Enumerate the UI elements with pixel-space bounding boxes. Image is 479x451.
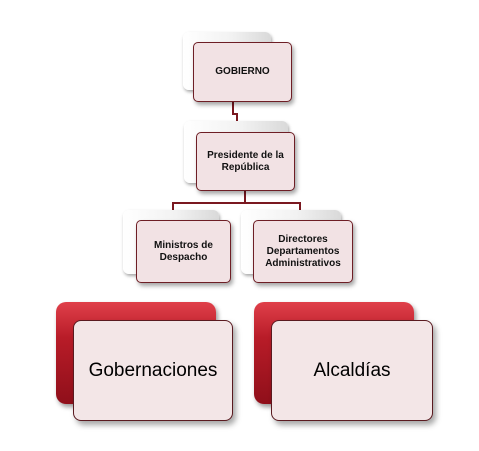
gobierno-box[interactable]: GOBIERNO bbox=[193, 42, 292, 102]
ministros-label: Ministros de Despacho bbox=[154, 239, 213, 263]
ministros-box[interactable]: Ministros de Despacho bbox=[136, 220, 231, 283]
gobierno-label: GOBIERNO bbox=[215, 66, 270, 77]
alcaldias-label: Alcaldías bbox=[313, 359, 391, 381]
gobernaciones-label: Gobernaciones bbox=[88, 359, 218, 381]
presidente-box[interactable]: Presidente de la República bbox=[196, 132, 295, 191]
directores-label: Directores Departamentos Administrativos bbox=[265, 233, 341, 269]
directores-box[interactable]: Directores Departamentos Administrativos bbox=[253, 220, 353, 283]
presidente-label: Presidente de la República bbox=[207, 149, 284, 173]
alcaldias-box[interactable]: Alcaldías bbox=[271, 320, 433, 421]
gobernaciones-box[interactable]: Gobernaciones bbox=[73, 320, 233, 421]
